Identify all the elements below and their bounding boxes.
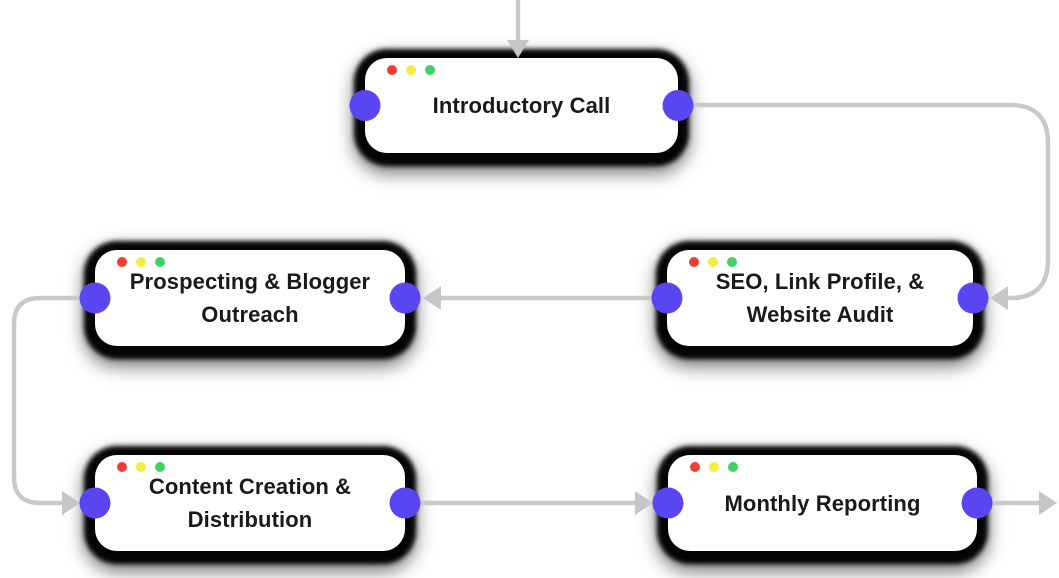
node-label: Introductory Call xyxy=(432,93,611,118)
arrowhead-left-icon xyxy=(990,286,1008,310)
node-monthly-reporting[interactable]: Monthly Reporting xyxy=(668,455,977,551)
window-controls xyxy=(117,462,165,472)
traffic-light-yellow-icon xyxy=(406,65,416,75)
traffic-light-green-icon xyxy=(727,257,737,267)
traffic-light-green-icon xyxy=(155,257,165,267)
node-label: Prospecting & Blogger Outreach xyxy=(129,269,371,327)
traffic-light-yellow-icon xyxy=(136,462,146,472)
arrowhead-left-icon xyxy=(423,286,441,310)
node-label: SEO, Link Profile, & Website Audit xyxy=(715,269,925,327)
node-label: Content Creation & Distribution xyxy=(148,474,352,532)
window-controls xyxy=(117,257,165,267)
arrowhead-right-icon xyxy=(62,491,80,515)
node-introductory-call[interactable]: Introductory Call xyxy=(365,58,678,153)
traffic-light-green-icon xyxy=(728,462,738,472)
arrowhead-right-icon xyxy=(1039,491,1057,515)
traffic-light-green-icon xyxy=(155,462,165,472)
traffic-light-green-icon xyxy=(425,65,435,75)
traffic-light-red-icon xyxy=(689,257,699,267)
window-controls xyxy=(689,257,737,267)
node-seo-link-profile-website-audit[interactable]: SEO, Link Profile, & Website Audit xyxy=(667,250,973,346)
traffic-light-yellow-icon xyxy=(136,257,146,267)
traffic-light-red-icon xyxy=(387,65,397,75)
traffic-light-red-icon xyxy=(117,462,127,472)
window-controls xyxy=(387,65,435,75)
node-label: Monthly Reporting xyxy=(724,490,921,516)
edge-prospecting-to-content-creation xyxy=(11,295,95,506)
traffic-light-red-icon xyxy=(117,257,127,267)
node-prospecting-blogger-outreach[interactable]: Prospecting & Blogger Outreach xyxy=(95,250,405,346)
traffic-light-red-icon xyxy=(690,462,700,472)
node-content-creation-distribution[interactable]: Content Creation & Distribution xyxy=(95,455,405,551)
window-controls xyxy=(690,462,738,472)
traffic-light-yellow-icon xyxy=(708,257,718,267)
arrowhead-right-icon xyxy=(635,491,653,515)
traffic-light-yellow-icon xyxy=(709,462,719,472)
arrowhead-down-icon xyxy=(507,40,529,58)
